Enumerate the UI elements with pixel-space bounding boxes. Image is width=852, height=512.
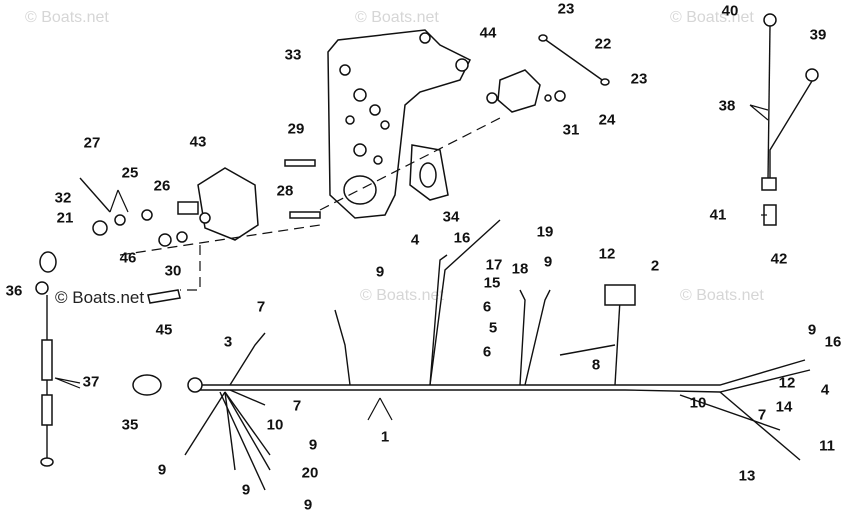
watermark-dark: © Boats.net — [55, 288, 144, 307]
callout-37: 37 — [83, 374, 100, 391]
callout-10: 10 — [690, 395, 707, 412]
callout-42: 42 — [771, 251, 788, 268]
nut-21 — [92, 220, 108, 236]
screw-29 — [284, 159, 316, 167]
callout-31: 31 — [563, 122, 580, 139]
watermark: © Boats.net — [670, 9, 754, 26]
callout-13: 13 — [739, 468, 756, 485]
leader-lines — [54, 104, 769, 421]
callout-23: 23 — [558, 1, 575, 18]
callout-28: 28 — [277, 183, 294, 200]
watermarks: © Boats.net © Boats.net © Boats.net © Bo… — [25, 9, 764, 307]
callout-38: 38 — [719, 98, 736, 115]
washer-30 — [176, 231, 188, 243]
callout-14: 14 — [776, 399, 793, 416]
callout-12: 12 — [599, 246, 616, 263]
callout-3: 3 — [224, 334, 232, 351]
watermark: © Boats.net — [680, 287, 764, 304]
callout-33: 33 — [285, 47, 302, 64]
callout-18: 18 — [512, 261, 529, 278]
callout-24: 24 — [599, 112, 616, 129]
callout-labels: 1 2 3 4 4 5 6 6 7 7 7 8 9 9 9 9 9 9 9 10… — [6, 1, 842, 512]
callout-7: 7 — [293, 398, 301, 415]
callout-44: 44 — [480, 25, 497, 42]
callout-26: 26 — [154, 178, 171, 195]
callout-46: 46 — [120, 250, 137, 267]
callout-41: 41 — [710, 207, 727, 224]
callout-9: 9 — [242, 482, 250, 499]
callout-40: 40 — [722, 3, 739, 20]
strap-22 — [542, 37, 606, 83]
screw-28 — [289, 211, 321, 219]
callout-32: 32 — [55, 190, 72, 207]
callout-9: 9 — [309, 437, 317, 454]
callout-9: 9 — [808, 322, 816, 339]
callout-36: 36 — [6, 283, 23, 300]
callout-43: 43 — [190, 134, 207, 151]
callout-25: 25 — [122, 165, 139, 182]
callout-39: 39 — [810, 27, 827, 44]
callout-9: 9 — [158, 462, 166, 479]
callout-27: 27 — [84, 135, 101, 152]
callout-22: 22 — [595, 36, 612, 53]
harness-38 — [761, 13, 819, 226]
callout-17: 17 — [486, 257, 503, 274]
callout-15: 15 — [484, 275, 501, 292]
watermark: © Boats.net — [25, 9, 109, 26]
callout-11: 11 — [819, 438, 835, 455]
callout-20: 20 — [302, 465, 319, 482]
callout-9: 9 — [376, 264, 384, 281]
callout-8: 8 — [592, 357, 600, 374]
callout-21: 21 — [57, 210, 74, 227]
washer-32 — [114, 214, 126, 226]
nut-46 — [158, 233, 172, 247]
callout-9: 9 — [544, 254, 552, 271]
callout-19: 19 — [537, 224, 554, 241]
callout-7: 7 — [758, 407, 766, 424]
callout-16: 16 — [454, 230, 471, 247]
mounting-bracket — [327, 29, 472, 219]
callout-35: 35 — [122, 417, 139, 434]
screw-45 — [147, 289, 181, 304]
switch-44 — [486, 69, 541, 113]
callout-12: 12 — [779, 375, 796, 392]
main-harness — [132, 219, 811, 491]
watermark: © Boats.net — [360, 287, 444, 304]
callout-45: 45 — [156, 322, 173, 339]
harness-37 — [35, 251, 57, 467]
callout-30: 30 — [165, 263, 182, 280]
callout-1: 1 — [381, 429, 389, 446]
callout-16: 16 — [825, 334, 842, 351]
callout-4: 4 — [821, 382, 830, 399]
callout-7: 7 — [257, 299, 265, 316]
callout-9: 9 — [304, 497, 312, 512]
watermark: © Boats.net — [355, 9, 439, 26]
lead-27 — [79, 177, 111, 213]
callout-6: 6 — [483, 299, 491, 316]
callout-29: 29 — [288, 121, 305, 138]
solenoid-43 — [177, 167, 259, 241]
callout-5: 5 — [489, 320, 497, 337]
washer-26 — [141, 209, 153, 221]
callout-4: 4 — [411, 232, 420, 249]
callout-10: 10 — [267, 417, 284, 434]
callout-2: 2 — [651, 258, 659, 275]
callout-34: 34 — [443, 209, 460, 226]
callout-6: 6 — [483, 344, 491, 361]
callout-23: 23 — [631, 71, 648, 88]
